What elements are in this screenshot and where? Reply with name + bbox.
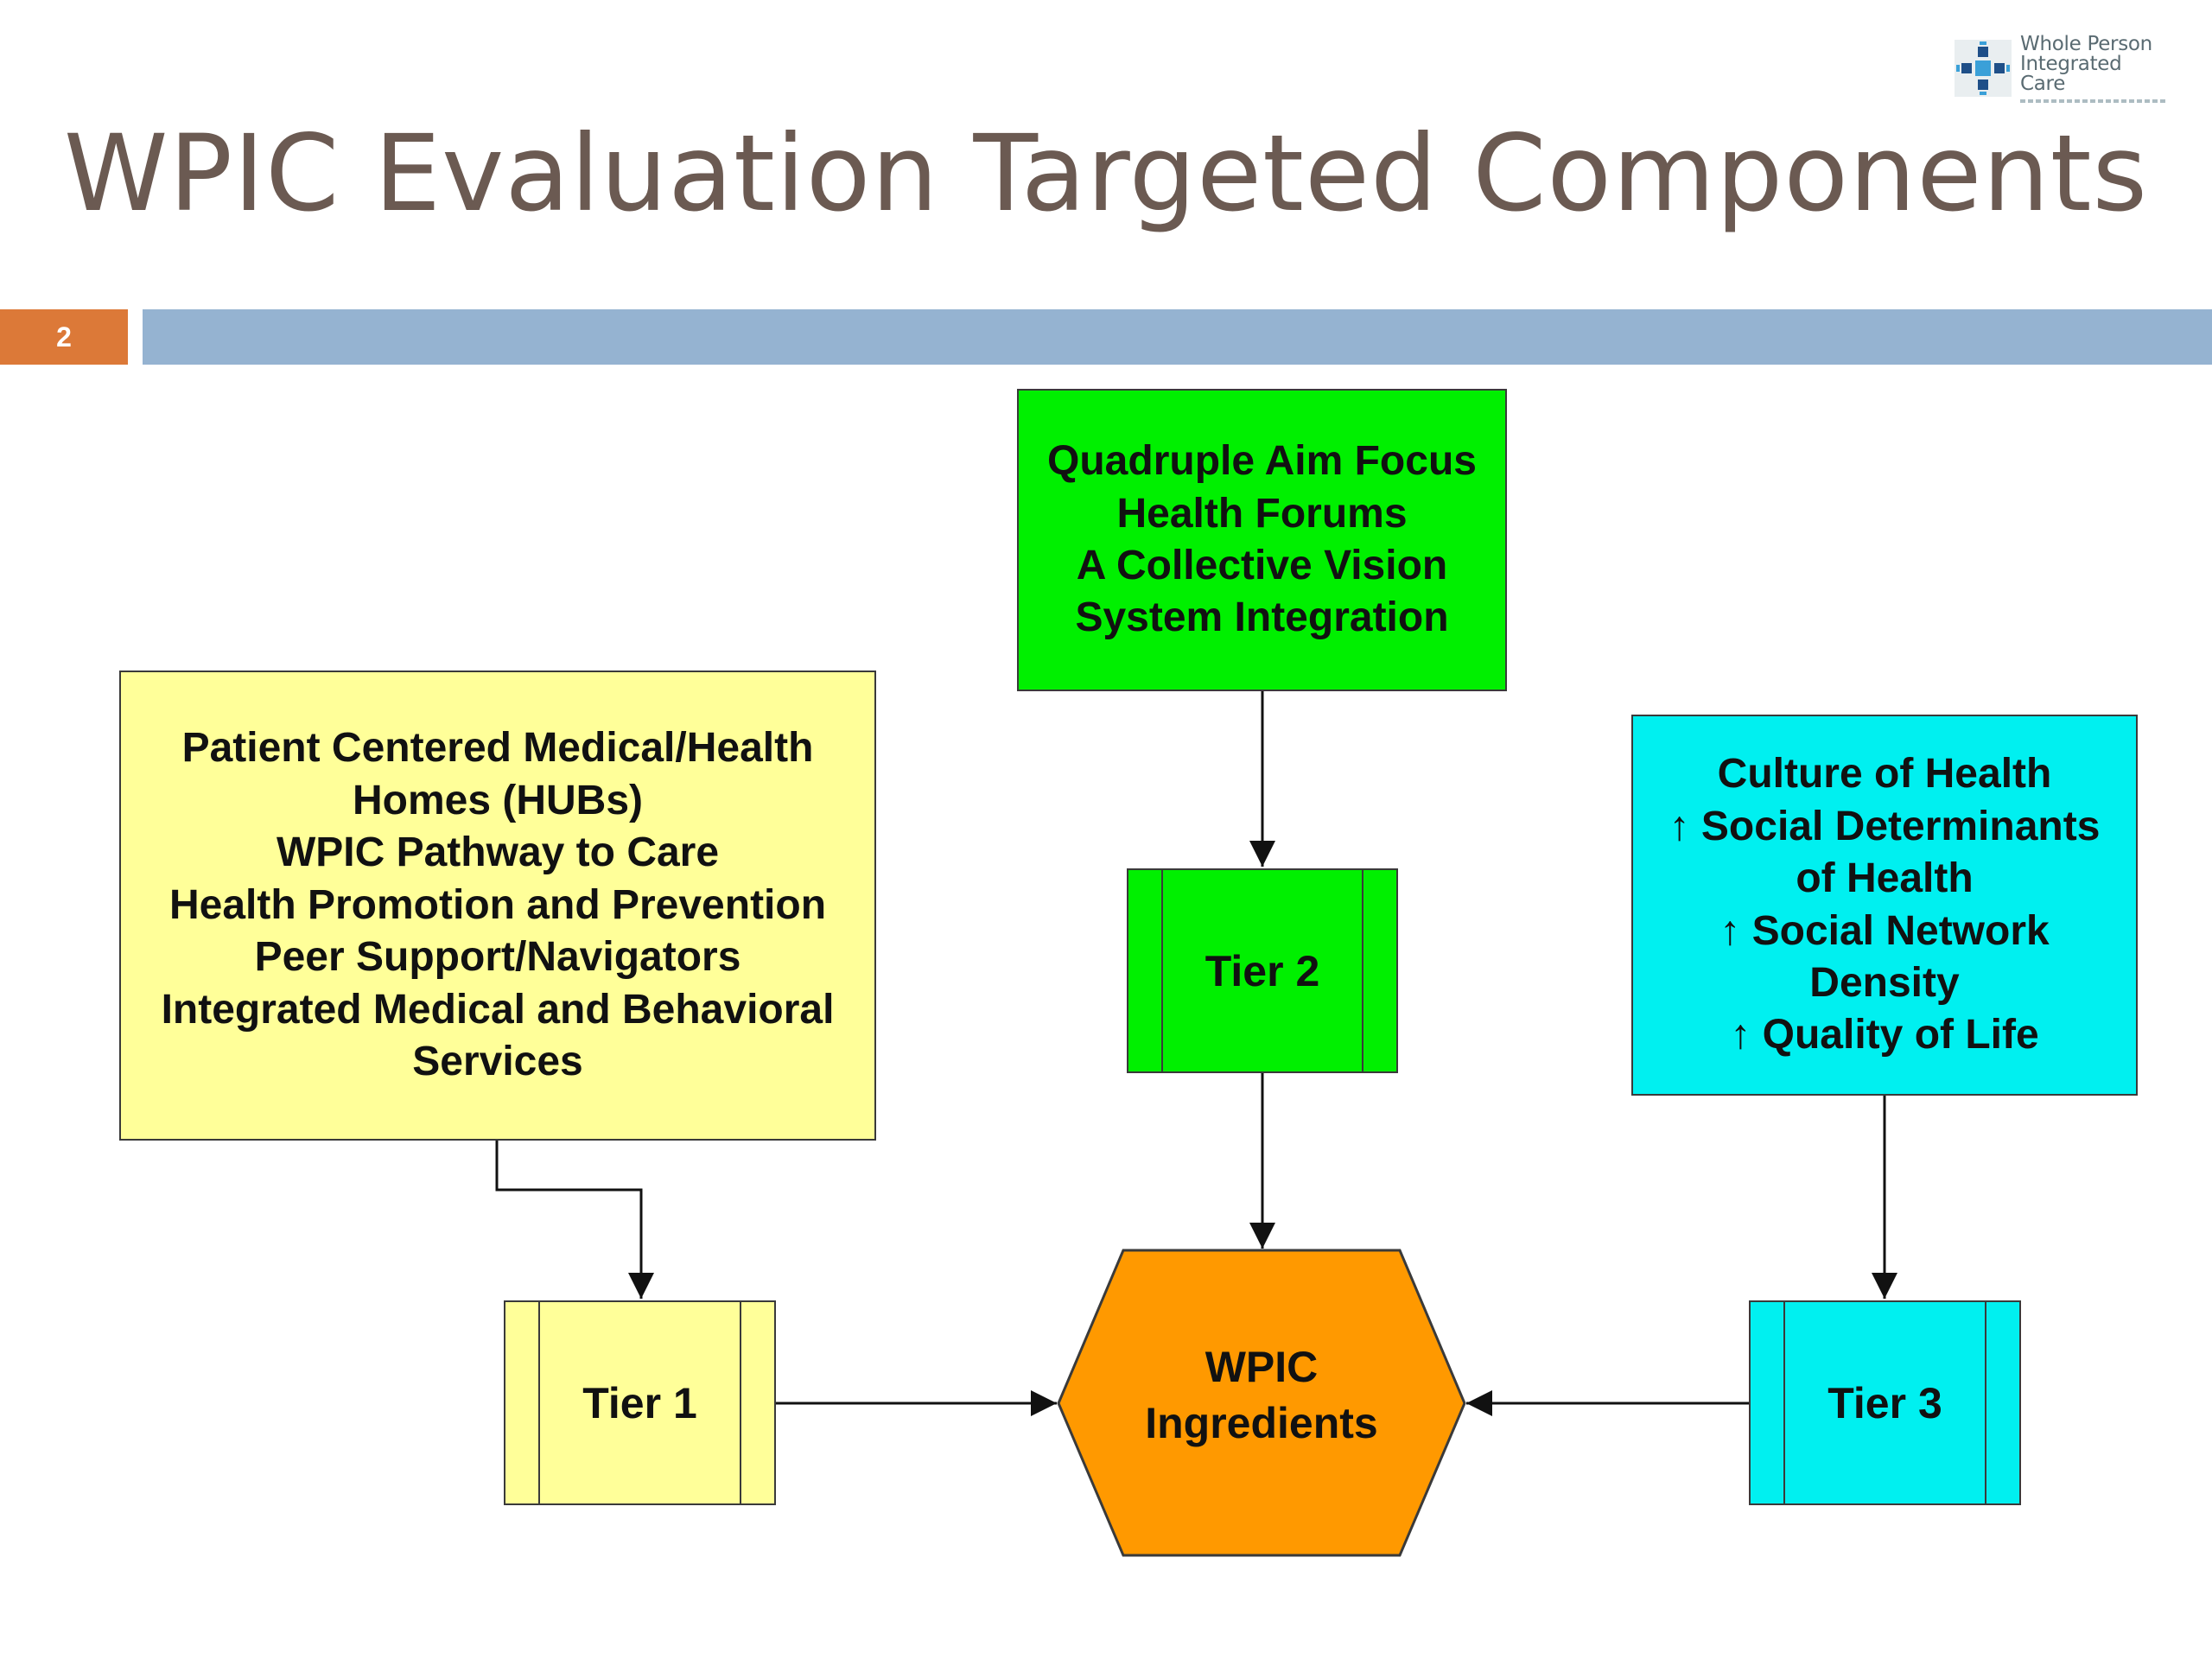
title-divider-bar — [143, 309, 2212, 365]
tier1-label: Tier 1 — [582, 1378, 697, 1427]
density-line: Density — [1809, 959, 1960, 1006]
tier2-box: Tier 2 — [1127, 868, 1398, 1073]
hex-label-line2: Ingredients — [1145, 1399, 1378, 1447]
hex-label-line1: WPIC — [1205, 1343, 1319, 1391]
promotion-line: Health Promotion and Prevention — [168, 881, 827, 928]
arrow-leftbox-to-tier1 — [495, 1141, 654, 1299]
slide-title: WPIC Evaluation Targeted Components — [63, 112, 2149, 235]
tier3-outcomes-box: Culture of Health ↑ Social Determinants … — [1631, 715, 2138, 1096]
of-health-line: of Health — [1796, 855, 1974, 902]
logo-text-line1: Whole Person — [2020, 32, 2152, 55]
quadruple-aim-line: Quadruple Aim Focus — [1047, 438, 1477, 485]
slide-number: 2 — [0, 309, 128, 365]
logo-cross-icon — [1955, 40, 2012, 97]
tier3-label: Tier 3 — [1827, 1378, 1942, 1427]
quality-of-life-line: ↑ Quality of Life — [1730, 1012, 2039, 1058]
hubs-line: Homes (HUBs) — [352, 777, 644, 823]
quadruple-aim-box: Quadruple Aim Focus Health Forums A Coll… — [1017, 389, 1507, 691]
integrated-line: Integrated Medical and Behavioral — [161, 986, 835, 1033]
pathway-line: WPIC Pathway to Care — [276, 830, 720, 876]
wpic-ingredients-label: WPIC Ingredients — [1058, 1339, 1465, 1452]
collective-vision-line: A Collective Vision — [1076, 543, 1448, 588]
tier3-box: Tier 3 — [1749, 1300, 2021, 1505]
health-forums-line: Health Forums — [1116, 490, 1408, 537]
tier1-box: Tier 1 — [504, 1300, 776, 1505]
tier2-label: Tier 2 — [1205, 946, 1320, 995]
services-line: Services — [412, 1039, 583, 1085]
tier1-components-box: Patient Centered Medical/Health Homes (H… — [119, 671, 876, 1141]
wpic-ingredients-hexagon — [1057, 1249, 1466, 1557]
social-network-line: ↑ Social Network — [1719, 907, 2050, 954]
logo-fine-print — [2020, 99, 2167, 103]
culture-line: Culture of Health — [1717, 751, 2052, 798]
peer-support-line: Peer Support/Navigators — [254, 934, 741, 981]
logo-text-line2: Integrated Care — [2020, 52, 2122, 95]
wpic-logo: Whole Person Integrated Care — [1955, 32, 2171, 103]
pcmh-line: Patient Centered Medical/Health — [181, 725, 814, 772]
social-determinants-line: ↑ Social Determinants — [1669, 803, 2101, 849]
logo-wordmark: Whole Person Integrated Care — [2020, 32, 2171, 103]
system-integration-line: System Integration — [1075, 594, 1449, 641]
